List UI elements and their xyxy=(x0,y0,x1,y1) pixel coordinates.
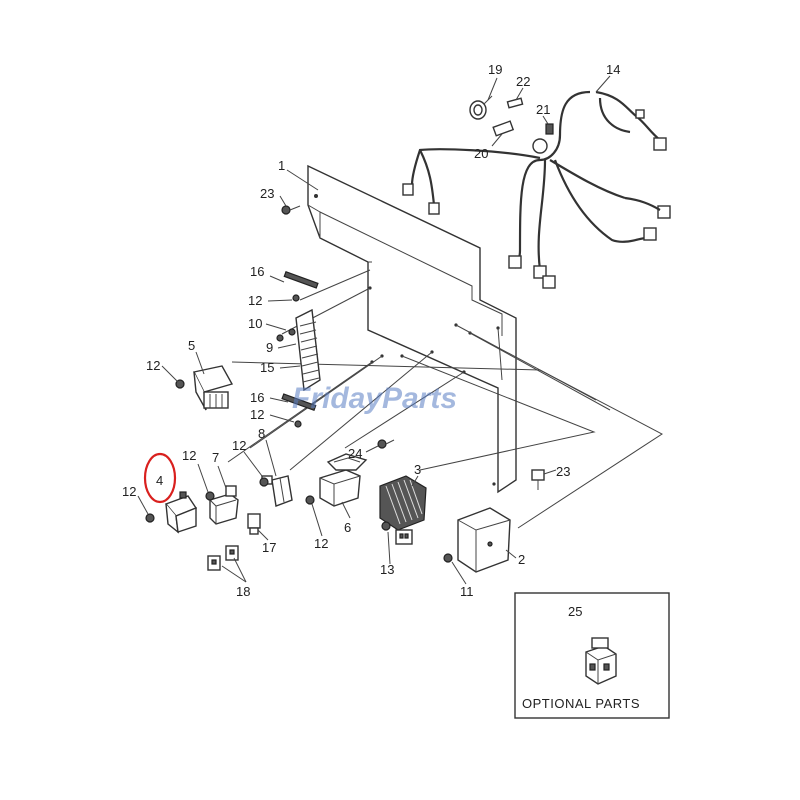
callout-leaders xyxy=(137,75,611,651)
callout-16b: 16 xyxy=(250,390,264,405)
relay-5 xyxy=(192,365,234,411)
callout-7: 7 xyxy=(212,450,219,465)
callout-14: 14 xyxy=(606,62,620,77)
leader-lines xyxy=(227,269,663,529)
callout-11: 11 xyxy=(460,584,474,599)
mounting-panel xyxy=(307,164,517,494)
relay-7 xyxy=(209,485,239,525)
connectors-18 xyxy=(207,545,239,571)
callout-6: 6 xyxy=(344,520,351,535)
optional-parts-label: OPTIONAL PARTS xyxy=(522,696,640,711)
callout-22: 22 xyxy=(516,74,530,89)
highlight-circle xyxy=(143,452,177,504)
callout-12e: 12 xyxy=(182,448,196,463)
callout-9: 9 xyxy=(266,340,273,355)
callout-4: 4 xyxy=(156,473,163,488)
optional-switch-25 xyxy=(585,637,617,685)
callout-17: 17 xyxy=(262,540,276,555)
callout-25: 25 xyxy=(568,604,582,619)
relay-4 xyxy=(164,491,198,534)
callout-5: 5 xyxy=(188,338,195,353)
callout-12a: 12 xyxy=(248,293,262,308)
controller-box-2 xyxy=(457,507,511,573)
callout-numbers: 1 23 16 12 10 9 15 16 12 5 12 12 4 12 7 … xyxy=(122,62,620,599)
wiring-harness xyxy=(402,90,671,289)
callout-23b: 23 xyxy=(556,464,570,479)
callout-12d: 12 xyxy=(122,484,136,499)
optional-parts-box: 25 OPTIONAL PARTS xyxy=(514,592,670,719)
fuse-holder-17 xyxy=(247,513,261,535)
callout-8: 8 xyxy=(258,426,265,441)
callout-12g: 12 xyxy=(314,536,328,551)
callout-12b: 12 xyxy=(250,407,264,422)
callout-19: 19 xyxy=(488,62,502,77)
callout-20: 20 xyxy=(474,146,488,161)
callout-13: 13 xyxy=(380,562,394,577)
watermark: FridayParts xyxy=(292,382,457,415)
callout-21: 21 xyxy=(536,102,550,117)
callout-10: 10 xyxy=(248,316,262,331)
callout-2: 2 xyxy=(518,552,525,567)
callout-24: 24 xyxy=(348,446,362,461)
callout-12c: 12 xyxy=(146,358,160,373)
harness-small-parts xyxy=(469,95,554,154)
callout-18: 18 xyxy=(236,584,250,599)
callout-15: 15 xyxy=(260,360,274,375)
callout-23a: 23 xyxy=(260,186,274,201)
regulator-3 xyxy=(379,475,427,545)
screws xyxy=(145,205,545,563)
callout-3: 3 xyxy=(414,462,421,477)
relay-6 xyxy=(319,453,368,507)
callout-12f: 12 xyxy=(232,438,246,453)
callout-16a: 16 xyxy=(250,264,264,279)
terminal-strip xyxy=(281,270,321,428)
callout-1: 1 xyxy=(278,158,285,173)
